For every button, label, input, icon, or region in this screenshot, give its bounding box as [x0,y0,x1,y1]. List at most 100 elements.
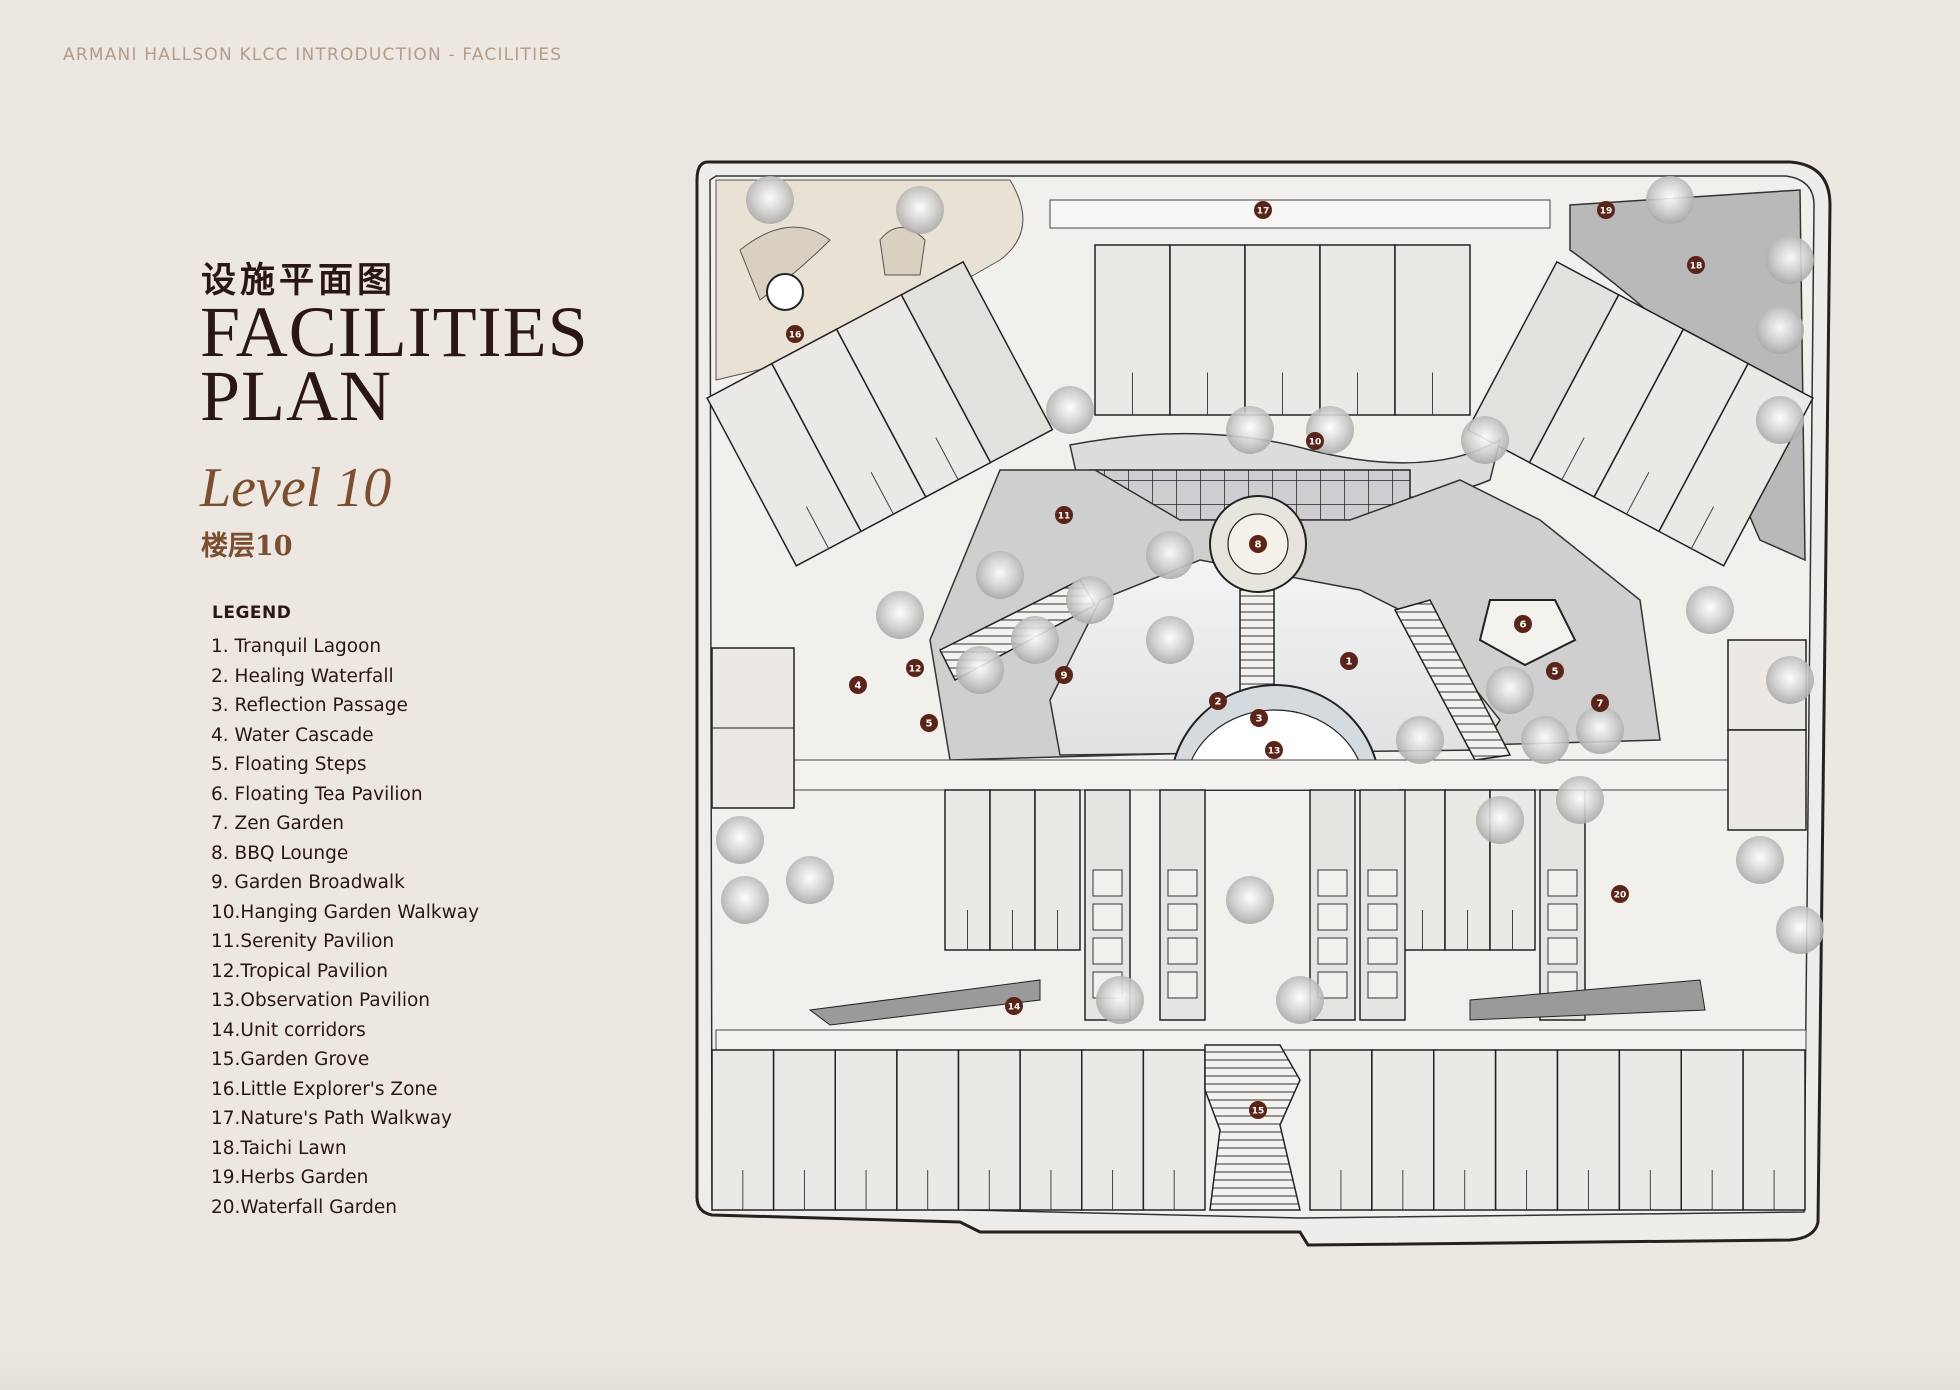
legend-item: 8. BBQ Lounge [211,842,349,864]
facility-marker-1[interactable]: 1 [1340,652,1358,670]
tree-icon [956,646,1004,694]
marker-dot [1055,666,1073,684]
marker-dot [1591,694,1609,712]
marker-dot [786,325,804,343]
marker-label: 8 [1255,540,1262,551]
facility-marker-20[interactable]: 20 [1611,885,1629,903]
facility-marker-18[interactable]: 18 [1687,256,1705,274]
marker-dot [1249,535,1267,553]
facility-marker-3[interactable]: 3 [1250,709,1268,727]
marker-dot [1611,885,1629,903]
legend-item: 18.Taichi Lawn [211,1137,347,1159]
legend-item: 4. Water Cascade [211,724,374,746]
legend-item: 10.Hanging Garden Walkway [211,901,480,923]
legend-item: 19.Herbs Garden [211,1167,369,1188]
tree-icon [721,876,769,924]
marker-dot [1265,741,1283,759]
tree-icon [1776,906,1824,954]
tree-icon [1486,666,1534,714]
marker-label: 20 [1614,891,1627,901]
legend-item: 9. Garden Broadwalk [211,872,405,893]
marker-dot [1687,256,1705,274]
marker-label: 9 [1061,671,1068,682]
level-label: Level 10 [200,457,392,519]
facility-marker-14[interactable]: 14 [1005,997,1023,1015]
top-units-block [1094,244,1471,416]
tree-icon [1226,406,1274,454]
facility-marker-10[interactable]: 10 [1306,432,1324,450]
level-label-chinese: 楼层10 [201,531,293,562]
bottom-units-block [711,1049,1806,1211]
tree-icon [746,176,794,224]
marker-dot [1514,615,1532,633]
tree-icon [1096,976,1144,1024]
tree-icon [1276,976,1324,1024]
marker-label: 4 [855,681,862,692]
tree-icon [1461,416,1509,464]
facility-marker-7[interactable]: 7 [1591,694,1609,712]
tree-icon [896,186,944,234]
legend-item: 3. Reflection Passage [211,695,408,716]
right-wing-units [1466,260,1814,567]
page-title-chinese: 设施平面图 [201,260,397,301]
marker-dot [849,676,867,694]
marker-dot [1254,201,1272,219]
facility-marker-5[interactable]: 5 [920,714,938,732]
trees [716,176,1824,1024]
legend-item: 11.Serenity Pavilion [211,931,395,952]
facility-marker-19[interactable]: 19 [1597,201,1615,219]
marker-label: 13 [1268,747,1281,757]
legend-item: 15.Garden Grove [211,1049,370,1070]
marker-label: 5 [1552,667,1559,678]
marker-label: 2 [1215,697,1222,708]
page-title-line1: FACILITIES [200,292,589,372]
tree-icon [1766,236,1814,284]
marker-label: 15 [1252,1107,1265,1117]
facility-marker-4[interactable]: 4 [849,676,867,694]
marker-dot [1340,652,1358,670]
marker-label: 18 [1690,262,1703,272]
tree-icon [1766,656,1814,704]
facility-marker-6[interactable]: 6 [1514,615,1532,633]
marker-label: 16 [789,331,802,341]
facility-marker-8[interactable]: 8 [1249,535,1267,553]
tree-icon [1066,576,1114,624]
legend-list: 1. Tranquil Lagoon 2. Healing Waterfall 3.… [211,632,479,1222]
facility-marker-13[interactable]: 13 [1265,741,1283,759]
facility-marker-5[interactable]: 5 [1546,662,1564,680]
facility-marker-17[interactable]: 17 [1254,201,1272,219]
legend-item: 20.Waterfall Garden [211,1196,397,1218]
legend-item: 2. Healing Waterfall [211,665,394,687]
facility-marker-11[interactable]: 11 [1055,506,1073,524]
facility-marker-12[interactable]: 12 [906,659,924,677]
facility-marker-15[interactable]: 15 [1249,1101,1267,1119]
facility-marker-2[interactable]: 2 [1209,692,1227,710]
marker-label: 12 [909,665,922,675]
marker-label: 6 [1520,620,1527,631]
middle-units-block [944,789,1586,1021]
legend-item: 7. Zen Garden [211,813,344,834]
tree-icon [1226,876,1274,924]
tree-icon [1476,796,1524,844]
tree-icon [1396,716,1444,764]
tree-icon [1046,386,1094,434]
facility-marker-9[interactable]: 9 [1055,666,1073,684]
marker-dot [1306,432,1324,450]
facility-marker-16[interactable]: 16 [786,325,804,343]
page-title-line2: PLAN [200,356,393,436]
header-breadcrumb: ARMANI HALLSON KLCC INTRODUCTION - FACIL… [63,45,563,65]
tree-icon [786,856,834,904]
legend-item: 6. Floating Tea Pavilion [211,783,423,805]
garden-grove-stair [1204,1044,1301,1211]
marker-label: 5 [926,719,933,730]
legend-item: 1. Tranquil Lagoon [211,636,382,657]
tree-icon [1146,531,1194,579]
marker-label: 10 [1309,438,1322,448]
marker-label: 17 [1257,207,1270,217]
tree-icon [876,591,924,639]
legend-item: 16.Little Explorer's Zone [211,1078,438,1100]
tree-icon [1556,776,1604,824]
marker-label: 7 [1597,699,1604,710]
